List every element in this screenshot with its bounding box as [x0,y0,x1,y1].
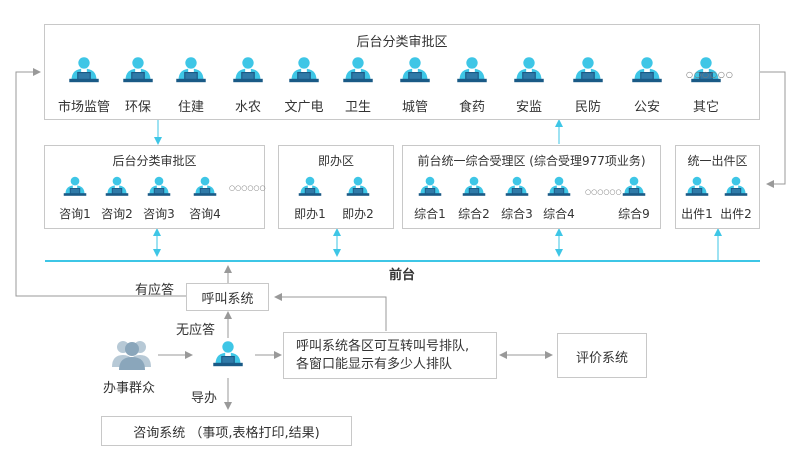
consult-system-box [101,416,352,446]
consult-system-label: 咨询系统 （事项,表格打印,结果) [133,426,320,441]
staff-at-desk-icon [62,175,88,205]
consult-area-title: 后台分类审批区 [112,154,197,168]
combined-area-title: 前台统一综合受理区 (综合受理977项业务) [417,154,646,168]
consult_area.staff-label: 咨询3 [143,207,175,221]
guide-staff-icon [211,339,245,377]
top_area.departments-label: 文广电 [284,100,324,115]
staff-at-desk-icon [571,55,605,93]
staff-at-desk-icon [621,175,647,205]
combined_area.staff-label: 综合3 [501,207,533,221]
staff-at-desk-icon [104,175,130,205]
top_area.departments-label: 城管 [401,100,428,115]
top_area.departments-label: 食药 [458,100,485,115]
more-combined-dots: ○○○○○○ [585,188,622,196]
staff-at-desk-icon [504,175,530,205]
staff-at-desk-icon [345,175,371,205]
more-consult-dots: ○○○○○○ [229,184,266,192]
consult_area.staff-label: 咨询4 [189,207,221,221]
queue-note-line-2: 各窗口能显示有多少人排队 [296,357,453,372]
combined_area.staff-label: 综合2 [458,207,490,221]
front-desk-label: 前台 [389,268,416,283]
staff-at-desk-icon [455,55,489,93]
combined_area.staff-label: 综合1 [414,207,446,221]
staff-at-desk-icon [174,55,208,93]
call-system-label: 呼叫系统 [201,292,254,307]
staff-at-desk-icon [723,175,749,205]
top_area.departments-label: 民防 [574,100,601,115]
top_area.departments-label: 卫生 [344,100,371,115]
citizens-label: 办事群众 [103,381,156,396]
staff-at-desk-icon [287,55,321,93]
top_area.departments-label: 水农 [234,100,261,115]
staff-at-desk-icon [192,175,218,205]
output-area-title: 统一出件区 [687,154,748,168]
output_area.staff-label: 出件2 [720,207,752,221]
combined_area.staff-label: 综合9 [618,207,650,221]
instant-area-title: 即办区 [317,154,354,168]
consult_area.staff-label: 咨询1 [59,207,91,221]
staff-at-desk-icon [297,175,323,205]
back-office-area-title: 后台分类审批区 [356,35,448,50]
staff-at-desk-icon [684,175,710,205]
top_area.departments-label: 环保 [124,100,151,115]
guide-label: 导办 [191,391,218,406]
top_area.departments-label: 市场监管 [57,100,110,115]
citizens-group-icon [112,341,151,370]
staff-at-desk-icon [398,55,432,93]
evaluation-system-box [557,333,647,378]
top_area.departments-label: 住建 [177,100,204,115]
staff-at-desk-icon [341,55,375,93]
queue-note-line-1: 呼叫系统各区可互转叫号排队, [296,339,470,354]
top_area.departments-label: 公安 [633,100,660,115]
staff-at-desk-icon [146,175,172,205]
instant-area [278,145,394,229]
top_area.departments-label: 安监 [515,100,542,115]
instant_area.staff-label: 即办2 [342,207,374,221]
call-system-box [186,283,269,311]
staff-at-desk-icon [231,55,265,93]
staff-at-desk-icon [67,55,101,93]
staff-at-desk-icon [630,55,664,93]
evaluation-system-label: 评价系统 [575,351,628,366]
staff-at-desk-icon [417,175,443,205]
output_area.staff-label: 出件1 [681,207,713,221]
queue-note-box [283,332,497,379]
answered-label: 有应答 [135,283,175,298]
staff-at-desk-icon [461,175,487,205]
more-departments-dots: ○○○○○○ [686,70,734,79]
staff-at-desk-icon [121,55,155,93]
consult_area.staff-label: 咨询2 [101,207,133,221]
output-area [675,145,760,229]
staff-at-desk-icon [512,55,546,93]
combined-acceptance-area [402,145,661,229]
unanswered-label: 无应答 [176,323,216,338]
staff-at-desk-icon [546,175,572,205]
staff-at-desk-icon [689,55,723,93]
combined_area.staff-label: 综合4 [543,207,575,221]
top_area.departments-label: 其它 [692,100,719,115]
instant_area.staff-label: 即办1 [294,207,326,221]
